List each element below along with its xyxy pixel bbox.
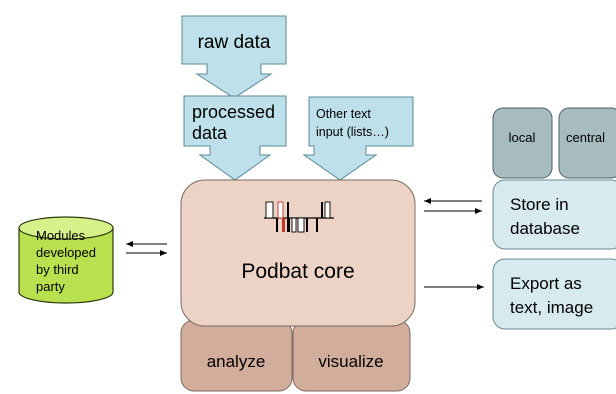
- raw-data-node: raw data: [181, 15, 287, 99]
- other-text-input-node: Other text input (lists…): [302, 96, 414, 181]
- central-storage-node: central: [558, 107, 616, 179]
- processed-data-label-line2: data: [192, 123, 228, 143]
- local-storage-node: local: [492, 107, 553, 179]
- store-in-database-shape: [492, 179, 616, 250]
- third-party-modules-node: Modules developed by third party: [18, 216, 114, 304]
- central-storage-shape: [558, 107, 616, 179]
- raw-data-shape: [181, 15, 287, 99]
- third-party-label-line1: Modules: [36, 228, 86, 243]
- analyze-tab-label: analyze: [207, 352, 266, 371]
- export-label-line2: text, image: [510, 298, 593, 317]
- gene-track-icon: [264, 201, 334, 233]
- processed-data-label-line1: processed: [192, 102, 275, 122]
- visualize-tab-label: visualize: [318, 352, 383, 371]
- local-storage-label: local: [509, 130, 536, 145]
- other-text-input-label-line2: input (lists…): [316, 125, 389, 139]
- podbat-core: Podbat core: [180, 179, 416, 327]
- processed-data-node: processed data: [183, 95, 287, 181]
- export-node: Export as text, image: [492, 258, 616, 330]
- analyze-tab: analyze: [180, 319, 293, 392]
- third-party-cylinder-body: [18, 228, 114, 304]
- podbat-core-shape: [180, 179, 416, 327]
- export-shape: [492, 258, 616, 330]
- other-text-input-shape: [302, 96, 414, 181]
- store-in-database-node: Store in database: [492, 179, 616, 250]
- third-party-label-line4: party: [36, 279, 65, 294]
- central-storage-label: central: [566, 130, 605, 145]
- third-party-label-line3: by third: [36, 262, 79, 277]
- third-party-cylinder-top: [18, 216, 114, 240]
- store-in-database-label-line1: Store in: [510, 195, 569, 214]
- visualize-tab: visualize: [292, 319, 411, 392]
- podbat-core-label: Podbat core: [241, 260, 354, 283]
- export-label-line1: Export as: [510, 274, 582, 293]
- store-in-database-label-line2: database: [510, 219, 580, 238]
- third-party-label-line2: developed: [36, 245, 96, 260]
- processed-data-shape: [183, 95, 287, 181]
- local-storage-shape: [492, 107, 553, 179]
- raw-data-label: raw data: [198, 32, 271, 53]
- other-text-input-label-line1: Other text: [316, 107, 371, 121]
